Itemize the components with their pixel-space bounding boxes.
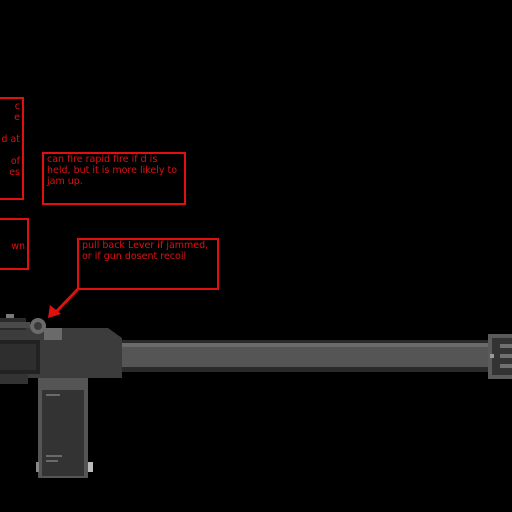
gun-barrel <box>120 340 492 372</box>
gun-muzzle <box>488 334 512 379</box>
charging-lever[interactable] <box>6 314 46 334</box>
annotation-rapid-fire: can fire rapid fire if d is held, but it… <box>42 152 186 205</box>
annotation-pull-lever: pull back Lever if jammed, or if gun dos… <box>77 238 219 290</box>
gun-receiver <box>0 318 122 384</box>
gun-magazine <box>36 378 93 478</box>
annotation-box-left-top: c e d at of es <box>0 97 24 200</box>
annotation-box-left-bottom: wn <box>0 218 29 270</box>
arrow-pointer <box>48 286 81 318</box>
